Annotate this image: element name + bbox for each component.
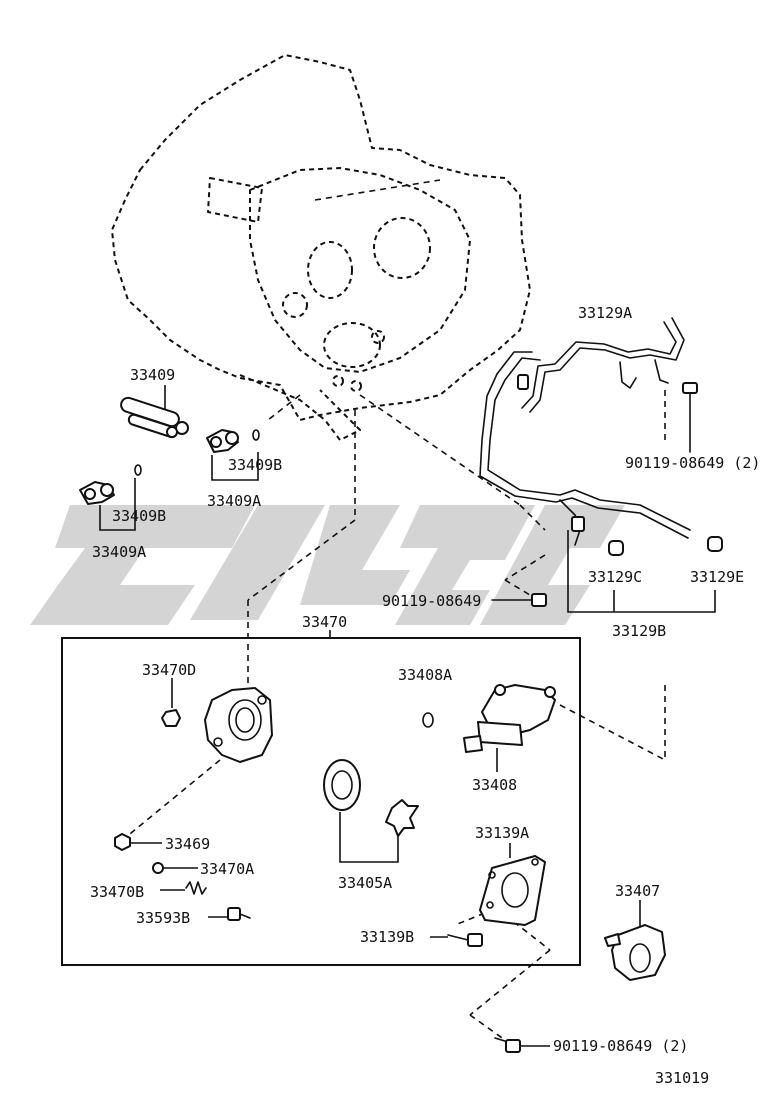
label-33129A: 33129A <box>578 304 632 322</box>
label-33409A-lower: 33409A <box>92 543 146 561</box>
part-33409A-elbow-upper <box>206 429 239 453</box>
group-box-33470 <box>61 637 581 966</box>
part-33129A-pipe <box>479 317 691 546</box>
part-33470D-plug <box>161 709 181 727</box>
label-33469: 33469 <box>165 835 210 853</box>
part-33129E-grommet <box>707 536 723 552</box>
part-33593B-bolt <box>227 907 251 921</box>
label-33409A-upper: 33409A <box>207 492 261 510</box>
label-33139A: 33139A <box>475 824 529 842</box>
diagram-id: 331019 <box>655 1069 709 1087</box>
part-33405A-gear-set <box>323 759 419 837</box>
part-33470A-ball <box>152 862 164 874</box>
part-33408-valve <box>463 684 556 753</box>
part-33139A-cover <box>479 855 546 926</box>
part-33129C-grommet <box>608 540 624 556</box>
label-33408: 33408 <box>472 776 517 794</box>
part-33469-nut <box>114 833 131 851</box>
part-33409B-oring-upper <box>252 429 260 441</box>
group-label-33470: 33470 <box>302 613 347 631</box>
label-90119-lower: 90119-08649 (2) <box>553 1037 688 1055</box>
part-33408A-oring <box>422 712 434 728</box>
part-33409B-oring-lower <box>134 464 142 476</box>
label-33470D: 33470D <box>142 661 196 679</box>
label-33408A: 33408A <box>398 666 452 684</box>
label-33405A: 33405A <box>338 874 392 892</box>
part-90119-bolt-lower <box>494 1037 521 1053</box>
label-33129B: 33129B <box>612 622 666 640</box>
reference-lines <box>124 390 666 1041</box>
label-33470A: 33470A <box>200 860 254 878</box>
part-pump-body <box>204 687 273 763</box>
label-33409: 33409 <box>130 366 175 384</box>
label-90119-upper: 90119-08649 (2) <box>625 454 760 472</box>
part-33409-sensor <box>120 396 189 439</box>
part-33407-seal <box>604 924 666 981</box>
label-33409B-lower: 33409B <box>112 507 166 525</box>
label-90119-middle: 90119-08649 <box>382 592 481 610</box>
label-33129E: 33129E <box>690 568 744 586</box>
part-33139B-screw <box>447 933 483 947</box>
label-33593B: 33593B <box>136 909 190 927</box>
label-33470B: 33470B <box>90 883 144 901</box>
transaxle-case <box>111 54 531 441</box>
label-33139B: 33139B <box>360 928 414 946</box>
watermark-logo <box>30 505 625 625</box>
part-90119-bolt-middle <box>491 593 547 607</box>
part-33470B-spring <box>185 881 207 895</box>
part-33409A-elbow-lower <box>79 481 115 505</box>
label-33409B-upper: 33409B <box>228 456 282 474</box>
part-90119-bolt-upper <box>682 382 698 453</box>
label-33407: 33407 <box>615 882 660 900</box>
label-33129C: 33129C <box>588 568 642 586</box>
